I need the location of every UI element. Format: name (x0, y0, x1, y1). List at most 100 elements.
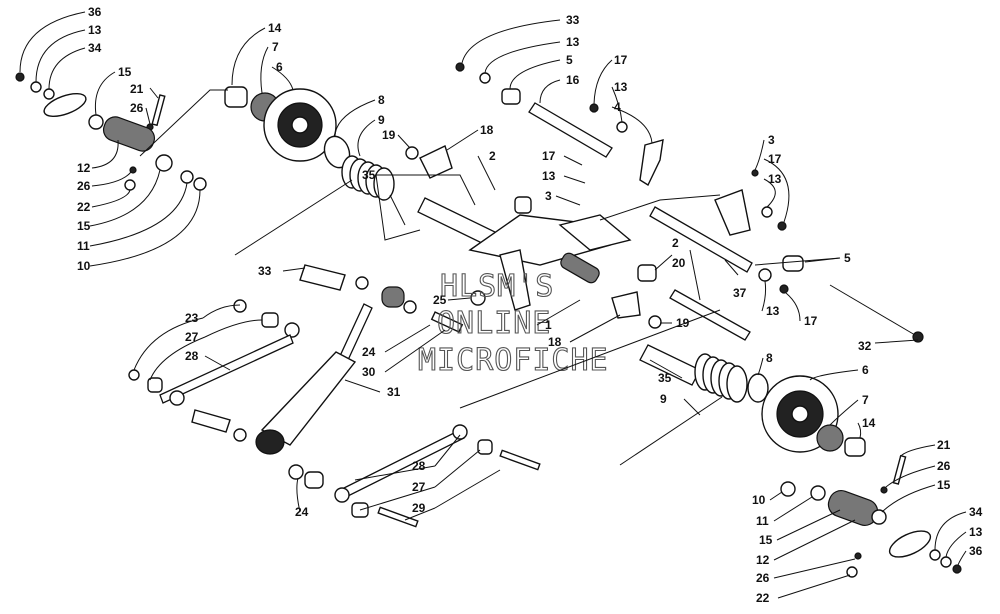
part-bushing-27b (284, 322, 300, 338)
part-washer-11 (180, 170, 194, 184)
watermark-line-3: MICROFICHE (418, 343, 609, 378)
callout-60: 27 (412, 480, 426, 494)
callout-6: 26 (130, 101, 144, 115)
part-bushing-14 (224, 86, 248, 108)
callout-36: 2 (672, 236, 679, 250)
part-nut-33b (233, 428, 247, 442)
callout-14: 7 (272, 40, 279, 54)
callout-51: 30 (362, 365, 376, 379)
callout-27: 13 (614, 80, 628, 94)
callout-43: 25 (433, 293, 447, 307)
callout-30: 17 (768, 152, 782, 166)
part-bolt-29b (499, 449, 541, 471)
callout-44: 1 (545, 318, 552, 332)
watermark-line-1: HLSM'S (440, 269, 554, 304)
callout-15: 6 (276, 60, 283, 74)
part-bushing-15a (88, 114, 104, 130)
part-bolt-17c (779, 284, 789, 294)
part-washer-13g (940, 556, 952, 568)
callout-32: 3 (545, 189, 552, 203)
part-nut-19b (648, 315, 662, 329)
callout-57: 7 (862, 393, 869, 407)
part-nut-22 (124, 179, 136, 191)
part-rod-28 (159, 334, 294, 404)
callout-29: 3 (768, 133, 775, 147)
part-washer-23b (128, 369, 140, 381)
part-washer-10 (193, 177, 207, 191)
callout-58: 14 (862, 416, 876, 430)
part-bushing-24 (304, 471, 324, 489)
part-nut-26b (129, 166, 137, 174)
part-plate-15 (43, 92, 87, 118)
part-bolt-head-36 (15, 72, 25, 82)
callout-9: 22 (77, 200, 91, 214)
part-bolt-21 (151, 94, 166, 127)
part-wheel-bore (291, 116, 309, 134)
callout-53: 35 (658, 371, 672, 385)
callout-46: 18 (548, 335, 562, 349)
callout-73: 13 (969, 525, 983, 539)
part-bushing-15c (871, 509, 887, 525)
callout-74: 36 (969, 544, 983, 558)
part-bushing-15b (155, 154, 173, 172)
callout-45: 19 (676, 316, 690, 330)
part-bracket-3 (714, 189, 751, 236)
part-nut-26c (880, 486, 888, 494)
part-shock-body-31 (260, 351, 357, 446)
callout-11: 11 (77, 239, 90, 253)
part-bushing-2b (637, 264, 657, 282)
part-bushing-27h (477, 439, 493, 455)
callout-56: 6 (862, 363, 869, 377)
callout-62: 24 (295, 505, 309, 519)
part-bushing-5 (501, 88, 521, 105)
callout-4: 15 (118, 65, 132, 79)
callout-59: 28 (412, 459, 426, 473)
callout-37: 20 (672, 256, 686, 270)
callout-24: 5 (566, 53, 573, 67)
part-bolt-head-32 (912, 331, 924, 343)
part-bracket-18 (419, 145, 453, 179)
part-bushing-27d (169, 390, 185, 406)
leader-lines (19, 11, 967, 599)
part-bushing-27g (452, 424, 468, 440)
callout-66: 10 (752, 493, 766, 507)
callout-35: 5 (844, 251, 851, 265)
part-bushing-25 (470, 290, 486, 306)
part-washer-13e (761, 206, 773, 218)
part-plate-15b (888, 530, 932, 558)
callout-72: 34 (969, 505, 983, 519)
callout-68: 15 (759, 533, 773, 547)
part-nut-19 (405, 146, 419, 160)
callout-70: 26 (756, 571, 770, 585)
part-boot-33 (299, 264, 346, 291)
callout-33: 17 (542, 149, 556, 163)
part-nut-33 (355, 276, 369, 290)
callout-17: 9 (378, 113, 385, 127)
part-bushing-5b (782, 255, 804, 272)
watermark-line-2: ONLINE (437, 306, 551, 341)
callout-20: 35 (362, 168, 376, 182)
callout-65: 15 (937, 478, 951, 492)
part-bushing-27c (147, 377, 163, 393)
part-nut-3 (751, 169, 759, 177)
diagram-parts (15, 62, 962, 578)
callout-31: 13 (768, 172, 782, 186)
callout-21: 2 (489, 149, 496, 163)
part-bolt-17 (589, 103, 599, 113)
callout-1: 36 (88, 5, 102, 19)
callout-69: 12 (756, 553, 770, 567)
callout-64: 26 (937, 459, 951, 473)
callout-25: 16 (566, 73, 580, 87)
part-nut-22b (846, 566, 858, 578)
part-shaft-20 (669, 289, 751, 341)
part-washer-13c (479, 72, 491, 84)
callout-42: 33 (258, 264, 272, 278)
part-bushing-14b (844, 437, 866, 457)
part-bolt-21b (892, 454, 907, 485)
callout-26: 17 (614, 53, 628, 67)
callout-19: 18 (480, 123, 494, 137)
part-long-bolt-32 (829, 284, 916, 336)
part-washer-13f (758, 268, 772, 282)
part-spring-9 (234, 155, 406, 256)
part-bolt-29 (377, 506, 419, 528)
